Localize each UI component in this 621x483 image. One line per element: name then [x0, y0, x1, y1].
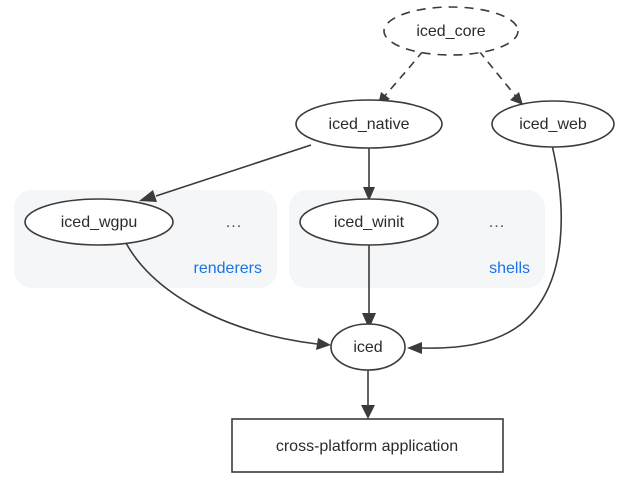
node-cross-platform-application[interactable]: cross-platform application — [231, 418, 504, 473]
edge-iced-core-to-iced-web — [478, 50, 523, 105]
edge-iced-native-to-iced-wgpu — [139, 144, 312, 202]
cluster-shells-label: shells — [489, 260, 530, 277]
edge-iced-to-app — [361, 370, 375, 419]
edge-iced-native-to-iced-winit-arrowhead — [363, 187, 375, 201]
edge-iced-wgpu-to-iced-arrowhead — [316, 338, 331, 350]
node-iced-native-label: iced_native — [329, 116, 410, 133]
edge-iced-native-to-iced-wgpu-arrowhead — [139, 190, 157, 202]
edge-iced-to-app-arrowhead — [361, 405, 375, 419]
cluster-renderers-label: renderers — [194, 260, 262, 277]
node-iced-wgpu-shape[interactable] — [24, 198, 174, 246]
edge-iced-native-to-iced-wgpu-line — [155, 144, 312, 197]
cluster-renderers-ellipsis: ... — [226, 214, 242, 231]
node-iced-wgpu[interactable]: iced_wgpu — [24, 198, 174, 246]
edge-iced-core-to-iced-native — [378, 50, 424, 105]
edge-iced-wgpu-to-iced-line — [124, 240, 318, 345]
node-iced-native-shape[interactable] — [295, 99, 443, 149]
edge-iced-core-to-iced-web-arrowhead — [510, 92, 523, 105]
node-iced-winit[interactable]: iced_winit — [299, 198, 439, 246]
node-iced[interactable]: iced — [330, 323, 406, 371]
node-iced-label: iced — [353, 339, 382, 356]
node-iced-web[interactable]: iced_web — [491, 100, 615, 148]
node-iced-web-shape[interactable] — [491, 100, 615, 148]
node-iced-wgpu-label: iced_wgpu — [61, 214, 138, 231]
node-iced-native[interactable]: iced_native — [295, 99, 443, 149]
edge-iced-core-to-iced-native-line — [381, 50, 424, 100]
node-cross-platform-application-shape[interactable] — [231, 418, 504, 473]
node-iced-core-label: iced_core — [416, 23, 485, 40]
edge-iced-winit-to-iced-arrowhead — [362, 313, 376, 329]
edge-iced-web-to-iced-line — [420, 144, 562, 349]
edge-iced-web-to-iced — [407, 144, 562, 354]
edge-iced-winit-to-iced — [362, 240, 376, 329]
node-iced-shape[interactable] — [330, 323, 406, 371]
node-iced-core[interactable]: iced_core — [383, 6, 519, 56]
edge-iced-web-to-iced-arrowhead — [407, 342, 422, 354]
cluster-shells-ellipsis: ... — [489, 214, 505, 231]
node-iced-core-shape[interactable] — [383, 6, 519, 56]
node-iced-web-label: iced_web — [519, 116, 587, 133]
edge-iced-native-to-iced-winit — [363, 145, 375, 201]
edge-iced-wgpu-to-iced — [124, 240, 331, 350]
node-iced-winit-shape[interactable] — [299, 198, 439, 246]
edge-iced-core-to-iced-web-line — [478, 50, 519, 100]
node-cross-platform-application-label: cross-platform application — [276, 438, 458, 455]
node-iced-winit-label: iced_winit — [334, 214, 405, 231]
